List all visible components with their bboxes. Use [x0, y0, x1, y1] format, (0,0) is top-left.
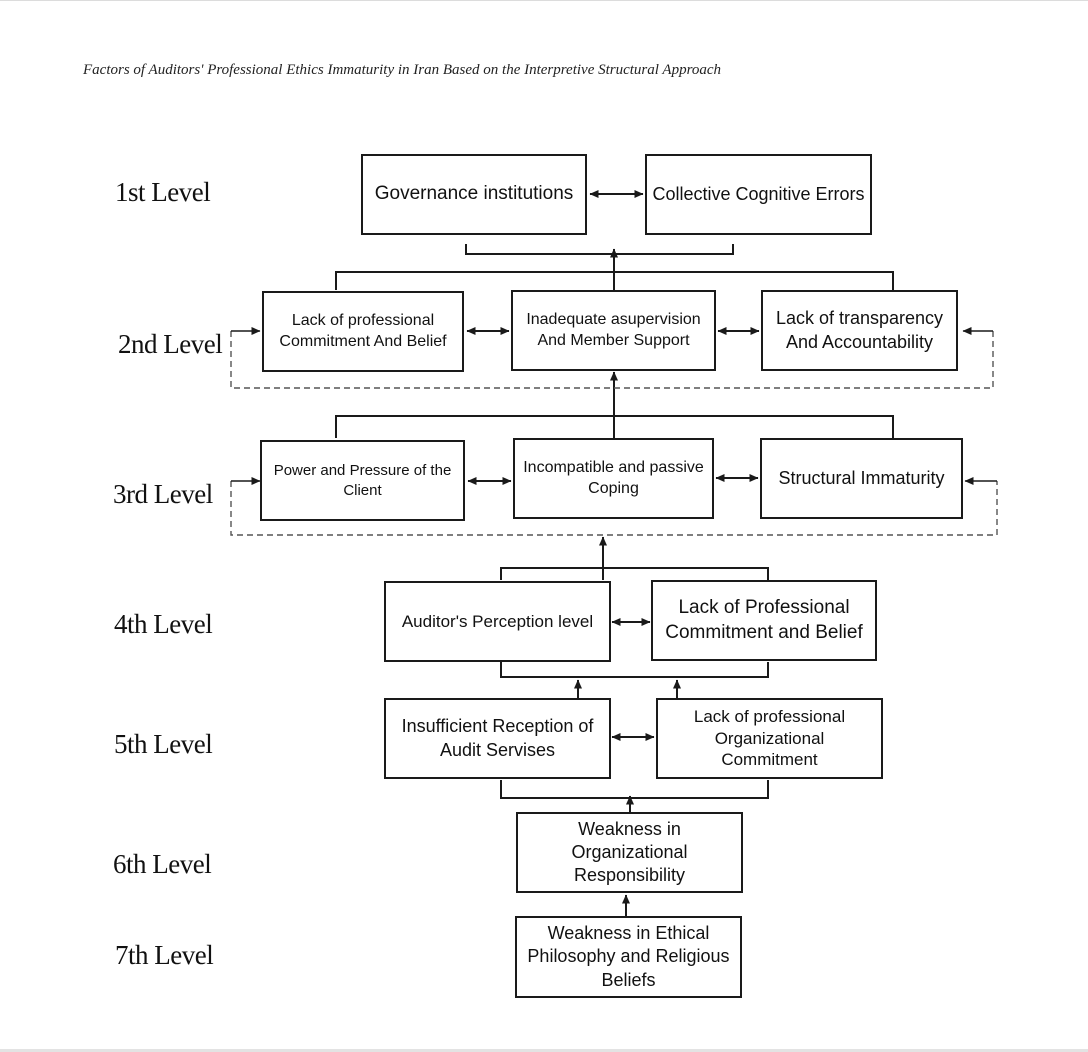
level-4-label: 4th Level [114, 609, 213, 639]
node-label: Auditor's Perception level [401, 611, 594, 631]
node-label: Collective Cognitive Errors [652, 183, 865, 204]
page-title: Factors of Auditors' Professional Ethics… [83, 62, 722, 78]
node-label: Lack of professional Organizational Comm… [693, 706, 846, 770]
node-lack-transparency: Lack of transparency And Accountability [761, 290, 958, 371]
node-inadequate-supervision: Inadequate asupervision And Member Suppo… [511, 290, 716, 371]
node-collective-cognitive-errors: Collective Cognitive Errors [645, 154, 872, 235]
bottom-border [0, 1049, 1088, 1052]
node-label: Weakness in Ethical Philosophy and Relig… [527, 923, 730, 990]
node-label: Lack of professional Commitment And Beli… [279, 312, 447, 350]
node-label: Lack of transparency And Accountability [775, 308, 944, 352]
node-label: Incompatible and passive Coping [523, 459, 704, 497]
level-5-label: 5th Level [114, 729, 213, 759]
node-label: Lack of Professional Commitment and Beli… [665, 597, 863, 643]
node-insufficient-reception: Insufficient Reception of Audit Servises [384, 698, 611, 779]
node-label: Insufficient Reception of Audit Servises [401, 716, 594, 760]
top-border [0, 0, 1088, 1]
node-label: Structural Immaturity [778, 467, 945, 488]
level-6-label: 6th Level [113, 849, 212, 879]
node-weakness-organizational-responsibility: Weakness in Organizational Responsibilit… [516, 812, 743, 893]
node-label: Power and Pressure of the Client [273, 462, 452, 499]
node-lack-professional-commitment-l2: Lack of professional Commitment And Beli… [262, 291, 464, 372]
level-2-label: 2nd Level [118, 329, 223, 359]
node-lack-organizational-commitment: Lack of professional Organizational Comm… [656, 698, 883, 779]
node-weakness-ethical-philosophy: Weakness in Ethical Philosophy and Relig… [515, 916, 742, 998]
node-label: Weakness in Organizational Responsibilit… [571, 818, 688, 886]
node-governance-institutions: Governance institutions [361, 154, 587, 235]
level-7-label: 7th Level [115, 940, 214, 970]
node-label: Inadequate asupervision And Member Suppo… [526, 311, 701, 349]
node-incompatible-coping: Incompatible and passive Coping [513, 438, 714, 519]
node-label: Governance institutions [374, 183, 574, 205]
node-auditors-perception-level: Auditor's Perception level [384, 581, 611, 662]
node-lack-professional-commitment-l4: Lack of Professional Commitment and Beli… [651, 580, 877, 661]
level-1-label: 1st Level [115, 177, 211, 207]
level-3-label: 3rd Level [113, 479, 213, 509]
node-power-pressure-client: Power and Pressure of the Client [260, 440, 465, 521]
node-structural-immaturity: Structural Immaturity [760, 438, 963, 519]
